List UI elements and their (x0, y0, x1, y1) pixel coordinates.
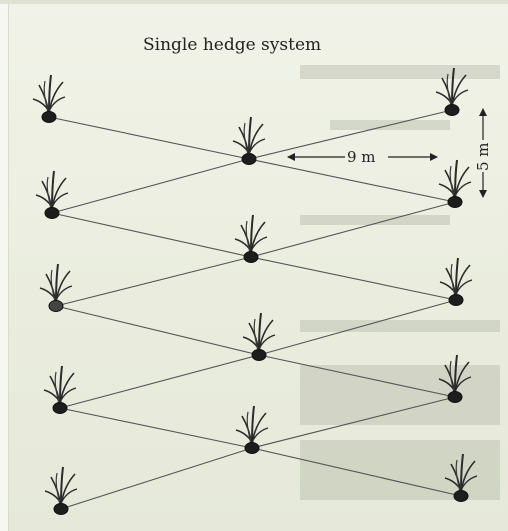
plant-point (45, 208, 59, 219)
plant-icon (243, 313, 275, 361)
connection-line (61, 448, 252, 509)
plant-icon (440, 258, 472, 306)
bleed-through-text (300, 65, 500, 500)
spacing-vertical-label: 5 m (474, 142, 492, 171)
plant-point (252, 350, 266, 361)
connection-line (52, 213, 251, 257)
plant-point (449, 295, 463, 306)
plant-point (54, 504, 68, 515)
plant-icon (235, 215, 267, 263)
plant-icon (36, 171, 68, 219)
plant-point (245, 443, 259, 454)
spacing-horizontal-label: 9 m (347, 148, 376, 166)
plant-point (242, 154, 256, 165)
plant-point (42, 112, 56, 123)
plant-icon (44, 366, 76, 414)
plant-point (448, 197, 462, 208)
connection-line (56, 257, 251, 306)
plant-point (454, 491, 468, 502)
connection-line (251, 202, 455, 257)
plant-point (53, 403, 67, 414)
connection-line (60, 408, 252, 448)
plant-point (448, 392, 462, 403)
plant-icon (45, 467, 77, 515)
plant-icon (439, 160, 471, 208)
plant-icon (33, 75, 65, 123)
diagram-title: Single hedge system (143, 35, 321, 55)
plant-point (445, 105, 459, 116)
connection-line (56, 306, 259, 355)
connection-line (52, 159, 249, 213)
plant-icon (236, 406, 268, 454)
horizontal-spacing-annotation: 9 m (288, 148, 437, 166)
connection-line (251, 257, 456, 300)
plant-icon (233, 117, 265, 165)
plant-icon (40, 264, 72, 312)
plant-point (244, 252, 258, 263)
connection-line (60, 355, 259, 408)
vertical-spacing-annotation: 5 m (474, 109, 492, 197)
plant-point (49, 301, 63, 312)
connection-line (49, 117, 249, 159)
